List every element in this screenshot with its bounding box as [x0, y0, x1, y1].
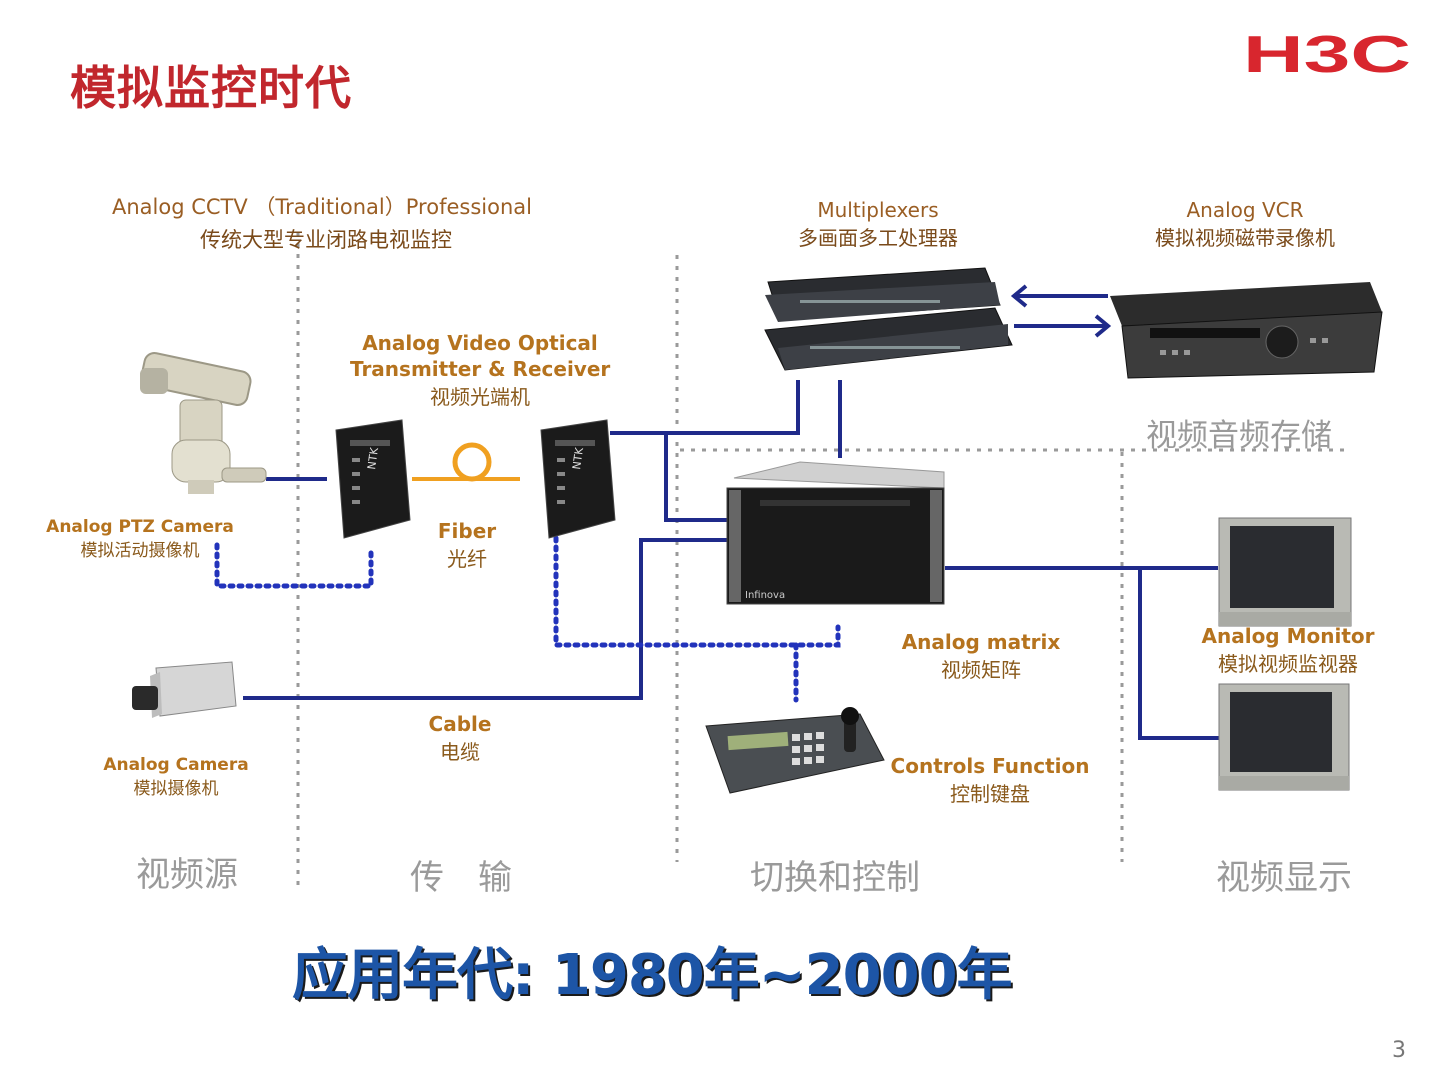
ptz-camera-icon — [140, 352, 267, 494]
ptz-camera-label-cn: 模拟活动摄像机 — [80, 541, 200, 561]
optical-label-en1: Analog Video Optical — [362, 331, 598, 355]
multiplexer-label-cn: 多画面多工处理器 — [798, 226, 958, 250]
matrix-label-cn: 视频矩阵 — [941, 658, 1021, 682]
analog-matrix-icon: Infinova — [726, 461, 945, 605]
control-lines — [214, 535, 841, 703]
svg-text:NTK: NTK — [570, 446, 586, 471]
svg-text:H3C: H3C — [1243, 30, 1411, 76]
page-number: 3 — [1392, 1038, 1406, 1063]
controls-label-en: Controls Function — [890, 754, 1090, 778]
ptz-camera-label-en: Analog PTZ Camera — [46, 517, 234, 537]
multiplexer-icon — [764, 267, 1013, 371]
zone-dividers — [296, 232, 1345, 885]
control-keyboard-icon — [705, 707, 885, 794]
analog-camera-label-en: Analog Camera — [103, 755, 249, 775]
multiplexer-label-en: Multiplexers — [817, 198, 939, 222]
zone-label-storage: 视频音频存储 — [1146, 418, 1332, 454]
vcr-label-en: Analog VCR — [1186, 198, 1304, 222]
vcr-link-arrows — [1010, 284, 1112, 338]
matrix-label-en: Analog matrix — [901, 630, 1061, 654]
optical-transmitter-icon: NTK — [335, 419, 411, 539]
zone-label-source: 视频源 — [136, 855, 238, 895]
zone-label-transport: 传 输 — [410, 858, 512, 898]
optical-label-en2: Transmitter & Receiver — [350, 357, 611, 381]
signal-cables — [243, 380, 1220, 740]
analog-camera-icon — [132, 661, 237, 718]
optical-receiver-icon: NTK — [540, 419, 616, 539]
fiber-label-en: Fiber — [437, 519, 497, 543]
svg-text:Infinova: Infinova — [745, 590, 785, 601]
analog-monitor-bottom-icon — [1218, 683, 1350, 791]
zone-label-display: 视频显示 — [1216, 858, 1352, 898]
header-label-cn: 传统大型专业闭路电视监控 — [200, 228, 452, 252]
fiber-label-cn: 光纤 — [447, 547, 487, 571]
monitor-label-cn: 模拟视频监视器 — [1218, 652, 1358, 676]
page-title: 模拟监控时代 — [70, 61, 352, 115]
h3c-logo: H3C — [1243, 30, 1411, 76]
fiber-coil — [412, 442, 520, 482]
zone-label-switching: 切换和控制 — [750, 858, 920, 898]
optical-label-cn: 视频光端机 — [430, 385, 530, 409]
monitor-label-en: Analog Monitor — [1201, 624, 1375, 648]
vcr-icon — [1110, 282, 1383, 379]
era-caption: 应用年代: 1980年~2000年 — [292, 943, 1013, 1008]
analog-camera-label-cn: 模拟摄像机 — [133, 779, 219, 799]
analog-monitor-top-icon — [1218, 517, 1352, 627]
cable-label-cn: 电缆 — [440, 740, 480, 764]
svg-text:NTK: NTK — [365, 446, 381, 471]
header-label-en: Analog CCTV （Traditional）Professional — [112, 195, 532, 219]
cable-label-en: Cable — [428, 712, 492, 736]
controls-label-cn: 控制键盘 — [950, 782, 1030, 806]
vcr-label-cn: 模拟视频磁带录像机 — [1155, 226, 1335, 250]
